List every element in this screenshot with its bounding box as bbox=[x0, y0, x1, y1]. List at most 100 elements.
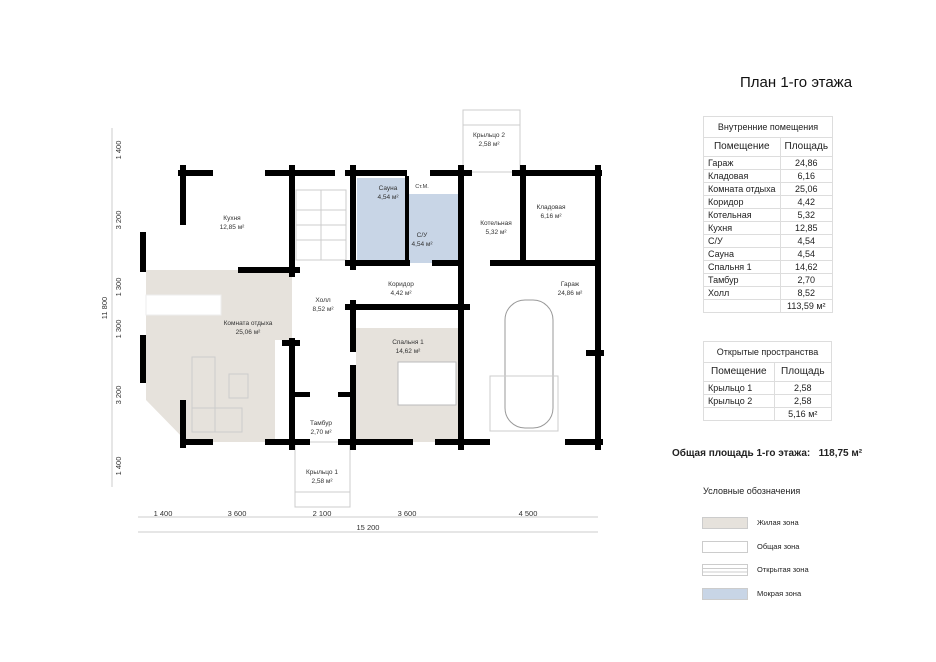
col-header: Помещение bbox=[703, 362, 775, 382]
room-name-stm: Ст.М. bbox=[415, 184, 429, 190]
total-area-label: Общая площадь 1-го этажа: bbox=[672, 448, 811, 459]
legend-swatch-wet bbox=[702, 588, 748, 600]
table-total: 5,16 м² bbox=[773, 407, 833, 421]
room-area-hall: 8,52 м² bbox=[312, 306, 334, 313]
bed bbox=[397, 361, 457, 406]
table-total: 113,59 м² bbox=[779, 299, 834, 313]
dim-h-0: 1 400 bbox=[154, 509, 173, 518]
room-area: 14,62 bbox=[779, 260, 834, 274]
table-caption: Открытые пространства bbox=[703, 341, 832, 363]
room-area: 2,70 bbox=[779, 273, 834, 287]
car-icon bbox=[489, 299, 559, 432]
room-name-porch2: Крыльцо 2 bbox=[473, 132, 505, 139]
walls bbox=[140, 165, 604, 450]
room-name: Гараж bbox=[703, 156, 781, 170]
room-name: Тамбур bbox=[703, 273, 781, 287]
room-area: 6,16 bbox=[779, 169, 834, 183]
room-name: Комната отдыха bbox=[703, 182, 781, 196]
sofa bbox=[191, 356, 249, 433]
room-area: 2,58 bbox=[773, 394, 833, 408]
dim-v-4: 3 200 bbox=[114, 386, 123, 405]
legend-title: Условные обозначения bbox=[703, 486, 801, 496]
legend-swatch-open bbox=[702, 564, 748, 576]
dim-v-3: 1 300 bbox=[114, 320, 123, 339]
room-area: 5,32 bbox=[779, 208, 834, 222]
legend-label: Открытая зона bbox=[757, 565, 809, 574]
table-caption: Внутренние помещения bbox=[702, 116, 834, 138]
room-area-tambur: 2,70 м² bbox=[310, 429, 332, 436]
col-header: Площадь bbox=[773, 362, 833, 382]
dim-v-total: 11 800 bbox=[100, 297, 109, 319]
room-area-garage: 24,86 м² bbox=[558, 290, 584, 297]
room-name: Коридор bbox=[703, 195, 781, 209]
room-area-sauna: 4,54 м² bbox=[377, 194, 399, 201]
room-area-living: 25,06 м² bbox=[236, 329, 262, 336]
room-name-living: Комната отдыха bbox=[224, 320, 273, 327]
room-area: 2,58 bbox=[773, 381, 833, 395]
room-area-bedroom: 14,62 м² bbox=[396, 348, 422, 355]
dim-h-3: 3 600 bbox=[398, 509, 417, 518]
sauna-zone bbox=[357, 178, 406, 263]
total-area: Общая площадь 1-го этажа: 118,75 м² bbox=[672, 448, 862, 459]
room-area-porch1: 2,58 м² bbox=[311, 478, 333, 485]
dining-table bbox=[145, 294, 222, 316]
porch-2 bbox=[462, 109, 521, 173]
room-name-porch1: Крыльцо 1 bbox=[306, 469, 338, 476]
room-area: 8,52 bbox=[779, 286, 834, 300]
room-name: С/У bbox=[703, 234, 781, 248]
legend-swatch-living bbox=[702, 517, 748, 529]
room-area: 4,42 bbox=[779, 195, 834, 209]
col-header: Помещение bbox=[703, 137, 781, 157]
total-area-value: 118,75 м² bbox=[818, 448, 863, 459]
room-area: 4,54 bbox=[779, 234, 834, 248]
room-name-bedroom: Спальня 1 bbox=[392, 339, 424, 346]
room-name: Сауна bbox=[703, 247, 781, 261]
legend-label: Общая зона bbox=[757, 542, 800, 551]
room-name: Крыльцо 2 bbox=[703, 394, 775, 408]
room-area: 12,85 bbox=[779, 221, 834, 235]
room-area-corridor: 4,42 м² bbox=[390, 290, 412, 297]
room-name: Крыльцо 1 bbox=[703, 381, 775, 395]
room-area-storage: 6,16 м² bbox=[540, 213, 562, 220]
room-area-wc: 4,54 м² bbox=[411, 241, 433, 248]
room-name: Спальня 1 bbox=[703, 260, 781, 274]
legend-label: Жилая зона bbox=[757, 518, 799, 527]
dim-v-1: 3 200 bbox=[114, 211, 123, 230]
room-area: 24,86 bbox=[779, 156, 834, 170]
page-title: План 1-го этажа bbox=[740, 74, 853, 91]
staircase bbox=[295, 189, 347, 261]
room-name-storage: Кладовая bbox=[536, 204, 566, 211]
room-name-tambur: Тамбур bbox=[310, 419, 332, 427]
dim-v-2: 1 300 bbox=[114, 278, 123, 297]
room-name-hall: Холл bbox=[315, 297, 331, 304]
dim-h-4: 4 500 bbox=[519, 509, 538, 518]
room-name-wc: С/У bbox=[417, 232, 429, 239]
room-name-sauna: Сауна bbox=[379, 185, 398, 192]
room-name: Холл bbox=[703, 286, 781, 300]
room-area-kitchen: 12,85 м² bbox=[220, 224, 246, 231]
room-area-boiler: 5,32 м² bbox=[485, 229, 507, 236]
room-name-kitchen: Кухня bbox=[223, 215, 241, 222]
room-area-porch2: 2,58 м² bbox=[478, 141, 500, 148]
wc-zone bbox=[409, 194, 459, 263]
dim-v-5: 1 400 bbox=[114, 457, 123, 476]
dim-h-1: 3 600 bbox=[228, 509, 247, 518]
room-name: Кладовая bbox=[703, 169, 781, 183]
room-name-boiler: Котельная bbox=[480, 220, 512, 227]
legend-label: Мокрая зона bbox=[757, 589, 802, 598]
room-area: 4,54 bbox=[779, 247, 834, 261]
